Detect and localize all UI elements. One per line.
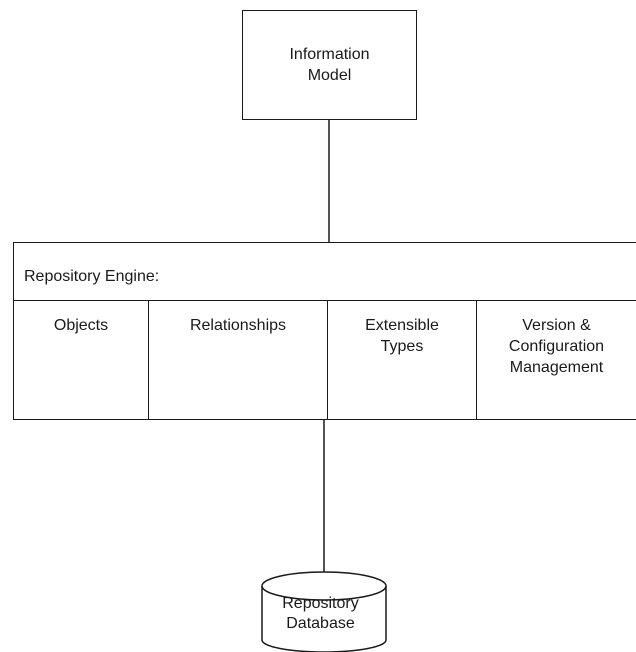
engine-divider	[14, 300, 636, 301]
database-cylinder-icon	[261, 571, 387, 652]
relationships-label: Relationships	[189, 317, 287, 334]
extensible-types-label: Extensible Types	[365, 317, 439, 355]
objects-component: Objects	[14, 301, 148, 420]
repository-engine-box: Repository Engine: Objects Relationships…	[13, 242, 636, 420]
repository-engine-title: Repository Engine:	[24, 268, 160, 285]
version-configuration-label: Version & Configuration Management	[508, 317, 605, 376]
engine-components: Objects Relationships Extensible Types V…	[14, 301, 636, 420]
version-configuration-component: Version & Configuration Management	[476, 301, 636, 420]
repository-database-label: Repository Database	[282, 595, 359, 632]
information-model-box: Information Model	[242, 10, 417, 120]
relationships-component: Relationships	[148, 301, 327, 420]
information-model-label: Information Model	[289, 46, 370, 84]
objects-label: Objects	[53, 317, 109, 334]
extensible-types-component: Extensible Types	[327, 301, 476, 420]
